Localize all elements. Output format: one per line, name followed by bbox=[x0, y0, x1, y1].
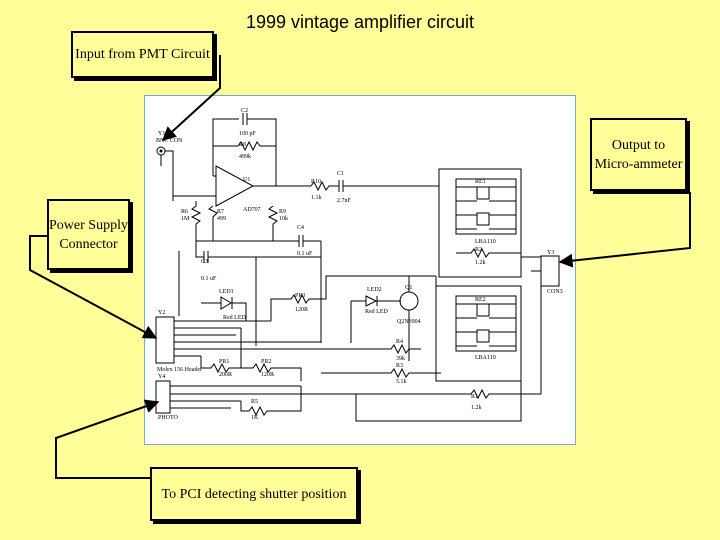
pr1-value: 200R bbox=[219, 372, 232, 378]
c4-value: 0.1 uF bbox=[297, 251, 313, 257]
re1-part: LBA110 bbox=[475, 239, 496, 245]
pci-callout-label: To PCI detecting shutter position bbox=[161, 486, 347, 502]
q1-part: Q2N3904 bbox=[397, 319, 421, 325]
schematic-drawing: Y1 BNC CON C2 100 pF R8 499k U1 AD707 R1… bbox=[155, 108, 563, 422]
pr1-label: PR1 bbox=[219, 359, 229, 365]
power-callout: Power Supply Connector bbox=[47, 199, 130, 270]
opamp-symbol bbox=[215, 165, 255, 207]
relay-re1-symbol bbox=[455, 178, 517, 235]
power-callout-label: Power Supply Connector bbox=[49, 217, 128, 252]
r5-value: 1K bbox=[251, 415, 259, 421]
r8-label: R8 bbox=[239, 142, 246, 148]
r1-value: 1.2k bbox=[471, 405, 482, 411]
r7-value: 499 bbox=[217, 216, 226, 222]
r8-value: 499k bbox=[239, 154, 251, 160]
schematic-image: Y1 BNC CON C2 100 pF R8 499k U1 AD707 R1… bbox=[144, 95, 576, 445]
led2-value: Red LED bbox=[365, 309, 388, 315]
q1-label: Q1 bbox=[405, 285, 412, 291]
c1-label: C1 bbox=[337, 171, 344, 177]
pci-callout: To PCI detecting shutter position bbox=[150, 467, 358, 521]
re2-part: LBA110 bbox=[475, 355, 496, 361]
y2-sub-label: Molex 156 Header bbox=[157, 367, 202, 373]
r5-label: R5 bbox=[251, 399, 258, 405]
re2-label: RE2 bbox=[475, 297, 486, 303]
r4-label: R4 bbox=[396, 339, 403, 345]
r3-label: R3 bbox=[396, 363, 403, 369]
pr3-value: 120R bbox=[295, 307, 308, 313]
r9-label: R9 bbox=[279, 209, 286, 215]
r9-value: 10k bbox=[279, 216, 288, 222]
pr3-label: PR3 bbox=[295, 293, 305, 299]
y4-label: Y4 bbox=[158, 374, 165, 380]
y2-label: Y2 bbox=[158, 310, 165, 316]
input-callout: Input from PMT Circuit bbox=[71, 31, 214, 78]
output-arrow bbox=[558, 192, 691, 268]
u1-label: U1 bbox=[243, 177, 250, 183]
r10-value: 1.1k bbox=[311, 195, 322, 201]
re1-label: RE1 bbox=[475, 179, 486, 185]
input-callout-label: Input from PMT Circuit bbox=[75, 47, 210, 62]
u1-part: AD707 bbox=[243, 207, 261, 213]
power-arrow bbox=[29, 235, 158, 339]
resistor-r8-symbol bbox=[213, 140, 276, 152]
y1-sub-label: BNC CON bbox=[156, 138, 183, 144]
r10-label: R10 bbox=[311, 179, 321, 185]
y1-label: Y1 bbox=[158, 131, 165, 137]
r2-value: 1.2k bbox=[475, 260, 486, 266]
relay-re2-symbol bbox=[455, 295, 517, 352]
capacitor-c4-symbol bbox=[286, 235, 321, 247]
c4-label: C4 bbox=[297, 225, 304, 231]
r6-label: R6 bbox=[181, 209, 188, 215]
c2-value: 100 pF bbox=[239, 131, 257, 137]
led1-label: LED1 bbox=[219, 289, 234, 295]
pr2-value: 120R bbox=[261, 372, 274, 378]
page-title: 1999 vintage amplifier circuit bbox=[245, 12, 475, 32]
r7-label: R7 bbox=[217, 209, 224, 215]
c3-label: C3 bbox=[201, 259, 208, 265]
photo-connector-y4-symbol bbox=[155, 380, 171, 414]
pci-arrow bbox=[55, 399, 160, 479]
output-connector-y3-symbol bbox=[540, 255, 560, 287]
y4-sub-label: PHOTO bbox=[158, 415, 179, 421]
r2-label: R2 bbox=[475, 247, 482, 253]
r6-value: 1M bbox=[181, 216, 190, 222]
y3-label: Y3 bbox=[547, 250, 554, 256]
pr2-label: PR2 bbox=[261, 359, 271, 365]
output-callout: Output to Micro-ammeter bbox=[590, 118, 687, 191]
output-callout-label: Output to Micro-ammeter bbox=[594, 137, 683, 172]
led1-value: Red LED bbox=[223, 315, 246, 321]
input-arrow bbox=[161, 55, 221, 141]
c1-value: 2.7nF bbox=[337, 198, 352, 204]
y3-sub-label: CON3 bbox=[547, 289, 563, 295]
r1-label: R1 bbox=[471, 394, 478, 400]
r3-value: 5.1k bbox=[396, 379, 407, 385]
c2-label: C2 bbox=[241, 108, 248, 114]
power-header-y2-symbol bbox=[155, 316, 175, 364]
r4-value: 39k bbox=[396, 356, 405, 362]
led2-label: LED2 bbox=[367, 287, 382, 293]
c3-value: 0.1 uF bbox=[201, 276, 217, 282]
